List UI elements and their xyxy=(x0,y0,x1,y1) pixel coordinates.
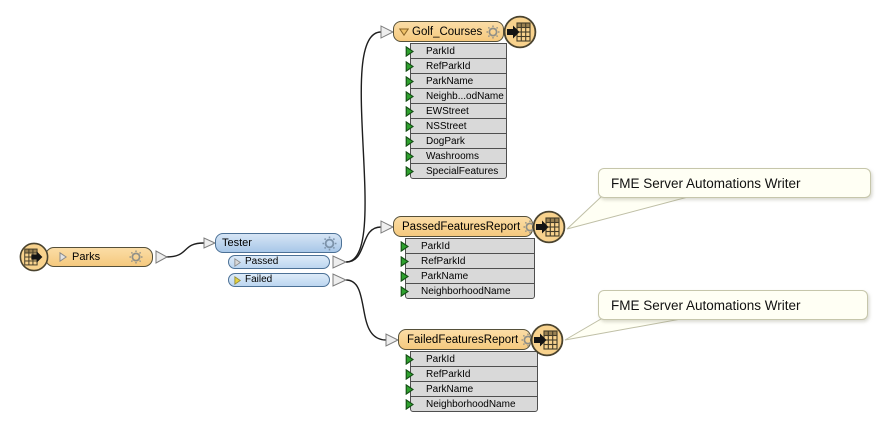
passed-features-writer-icon[interactable] xyxy=(532,210,566,244)
attribute-arrow-icon xyxy=(405,136,414,147)
attribute-arrow-icon xyxy=(400,256,409,267)
gear-icon[interactable] xyxy=(486,25,500,39)
port-passed-label: Passed xyxy=(245,256,279,267)
attribute-label: ParkName xyxy=(421,270,469,282)
callout-tail-failed xyxy=(564,318,682,341)
tester-port-failed[interactable]: Failed xyxy=(228,273,330,287)
connection-passed-golfcourses[interactable] xyxy=(345,31,382,263)
attribute-row[interactable]: RefParkId xyxy=(405,253,535,269)
golf-courses-attributes: ParkId RefParkId ParkName Neighb...odNam… xyxy=(410,43,507,179)
attribute-label: RefParkId xyxy=(426,368,471,380)
attribute-label: NSStreet xyxy=(426,120,467,132)
node-golf-courses-title: Golf_Courses xyxy=(412,25,483,38)
attribute-row[interactable]: Washrooms xyxy=(410,148,507,164)
attribute-label: RefParkId xyxy=(421,255,466,267)
port-triangle-icon xyxy=(234,258,241,267)
node-tester-label: Tester xyxy=(222,237,252,249)
annotation-passed-writer[interactable]: FME Server Automations Writer xyxy=(598,168,871,198)
port-failed-label: Failed xyxy=(245,274,273,285)
annotation-failed-writer[interactable]: FME Server Automations Writer xyxy=(598,290,868,320)
attribute-row[interactable]: ParkId xyxy=(405,238,535,254)
node-failed-features-report[interactable]: FailedFeaturesReport xyxy=(398,329,531,350)
attribute-row[interactable]: RefParkId xyxy=(410,366,538,382)
parks-reader-icon[interactable] xyxy=(19,242,49,272)
attribute-row[interactable]: NeighborhoodName xyxy=(410,396,538,412)
golfcourses-input-arrow xyxy=(380,25,395,39)
parks-output-arrow xyxy=(155,250,169,264)
annotation-text: FME Server Automations Writer xyxy=(611,297,801,313)
attribute-arrow-icon xyxy=(405,399,414,410)
tester-port-passed[interactable]: Passed xyxy=(228,255,330,269)
attribute-label: DogPark xyxy=(426,135,465,147)
attribute-row[interactable]: RefParkId xyxy=(410,58,507,74)
failed-output-arrow xyxy=(332,273,348,287)
attribute-arrow-icon xyxy=(405,166,414,177)
attribute-row[interactable]: DogPark xyxy=(410,133,507,149)
attribute-label: ParkName xyxy=(426,383,474,395)
attribute-arrow-icon xyxy=(405,354,414,365)
connection-parks-tester[interactable] xyxy=(165,242,205,258)
collapse-triangle-icon[interactable] xyxy=(399,28,409,36)
attribute-label: Neighb...odName xyxy=(426,90,504,102)
attribute-row[interactable]: SpecialFeatures xyxy=(410,163,507,179)
attribute-arrow-icon xyxy=(405,91,414,102)
node-passed-features-report[interactable]: PassedFeaturesReport xyxy=(393,216,533,237)
node-passed-features-report-title: PassedFeaturesReport xyxy=(402,220,521,233)
attribute-arrow-icon xyxy=(405,369,414,380)
attribute-arrow-icon xyxy=(400,271,409,282)
attribute-arrow-icon xyxy=(400,286,409,297)
attribute-arrow-icon xyxy=(405,46,414,57)
attribute-label: ParkId xyxy=(421,240,450,252)
attribute-label: Washrooms xyxy=(426,150,479,162)
tester-input-arrow xyxy=(203,237,217,249)
attribute-label: RefParkId xyxy=(426,60,471,72)
attribute-arrow-icon xyxy=(405,61,414,72)
passed-features-attributes: ParkId RefParkId ParkName NeighborhoodNa… xyxy=(405,238,535,299)
attribute-label: ParkName xyxy=(426,75,474,87)
attribute-row[interactable]: ParkName xyxy=(405,268,535,284)
attribute-label: NeighborhoodName xyxy=(426,398,516,410)
node-parks-label: Parks xyxy=(72,251,101,263)
attribute-label: NeighborhoodName xyxy=(421,285,511,297)
port-triangle-icon xyxy=(234,276,241,285)
attribute-row[interactable]: ParkName xyxy=(410,73,507,89)
node-parks[interactable]: Parks xyxy=(45,247,153,267)
golf-courses-writer-icon[interactable] xyxy=(503,15,537,49)
attribute-arrow-icon xyxy=(405,76,414,87)
connection-passed-passedreport[interactable] xyxy=(345,226,382,263)
attribute-row[interactable]: NSStreet xyxy=(410,118,507,134)
passedreport-input-arrow xyxy=(380,220,395,234)
failed-features-attributes: ParkId RefParkId ParkName NeighborhoodNa… xyxy=(410,351,538,412)
attribute-label: EWStreet xyxy=(426,105,469,117)
node-failed-features-report-title: FailedFeaturesReport xyxy=(407,333,519,346)
attribute-arrow-icon xyxy=(405,106,414,117)
passed-output-arrow xyxy=(332,255,348,269)
attribute-row[interactable]: ParkId xyxy=(410,43,507,59)
attribute-row[interactable]: NeighborhoodName xyxy=(405,283,535,299)
attribute-arrow-icon xyxy=(405,384,414,395)
node-tester[interactable]: Tester xyxy=(215,233,342,253)
attribute-arrow-icon xyxy=(405,151,414,162)
annotation-text: FME Server Automations Writer xyxy=(611,175,801,191)
attribute-row[interactable]: ParkId xyxy=(410,351,538,367)
callout-tail-passed xyxy=(566,196,689,230)
attribute-arrow-icon xyxy=(405,121,414,132)
connection-failed-failedreport[interactable] xyxy=(345,279,387,341)
attribute-row[interactable]: EWStreet xyxy=(410,103,507,119)
gear-icon[interactable] xyxy=(129,250,143,264)
failedreport-input-arrow xyxy=(385,333,400,347)
node-golf-courses[interactable]: Golf_Courses xyxy=(393,21,504,42)
attribute-arrow-icon xyxy=(400,241,409,252)
port-triangle-icon xyxy=(59,252,67,262)
attribute-row[interactable]: ParkName xyxy=(410,381,538,397)
attribute-label: SpecialFeatures xyxy=(426,165,499,177)
failed-features-writer-icon[interactable] xyxy=(530,323,564,357)
attribute-row[interactable]: Neighb...odName xyxy=(410,88,507,104)
gear-icon[interactable] xyxy=(322,236,337,251)
attribute-label: ParkId xyxy=(426,353,455,365)
attribute-label: ParkId xyxy=(426,45,455,57)
